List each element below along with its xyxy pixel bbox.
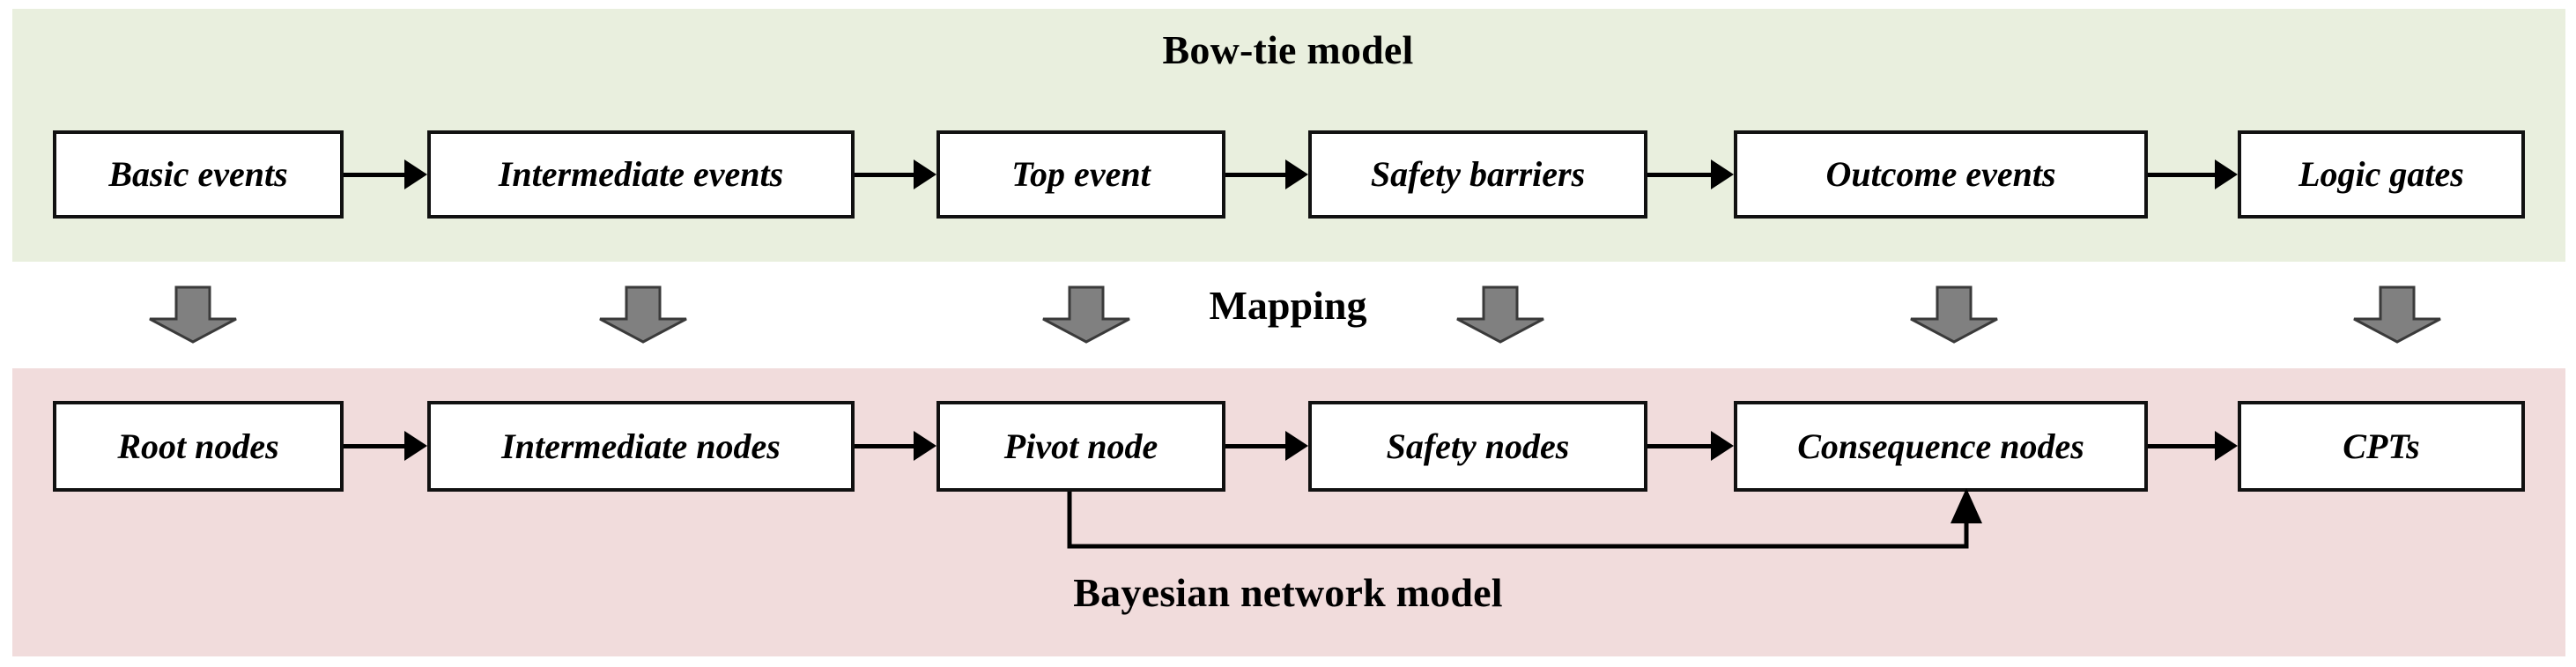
node-label: Pivot node	[1003, 426, 1158, 466]
node-safety-nodes[interactable]: Safety nodes	[1308, 401, 1647, 492]
node-top-event[interactable]: Top event	[936, 130, 1225, 219]
node-label: Consequence nodes	[1797, 426, 2084, 466]
node-root-nodes[interactable]: Root nodes	[53, 401, 344, 492]
node-intermediate-nodes[interactable]: Intermediate nodes	[427, 401, 855, 492]
node-logic-gates[interactable]: Logic gates	[2238, 130, 2525, 219]
bayesian-network-panel-title: Bayesian network model	[1073, 570, 1503, 615]
node-consequence-nodes[interactable]: Consequence nodes	[1734, 401, 2148, 492]
node-label: Intermediate nodes	[501, 426, 781, 466]
node-label: Safety nodes	[1386, 426, 1570, 466]
connector-arrow-icon	[855, 159, 936, 189]
connector-arrow-icon	[855, 431, 936, 461]
down-block-arrow-icon	[598, 285, 688, 344]
node-basic-events[interactable]: Basic events	[53, 130, 344, 219]
node-safety-barriers[interactable]: Safety barriers	[1308, 130, 1647, 219]
node-label: CPTs	[2343, 426, 2420, 466]
down-block-arrow-icon	[1909, 285, 1999, 344]
node-label: Top event	[1011, 154, 1151, 194]
node-intermediate-events[interactable]: Intermediate events	[427, 130, 855, 219]
down-block-arrow-icon	[2352, 285, 2442, 344]
down-block-arrow-icon	[148, 285, 238, 344]
node-label: Outcome events	[1825, 154, 2056, 194]
connector-arrow-icon	[1647, 159, 1734, 189]
connector-arrow-icon	[344, 159, 427, 189]
node-label: Safety barriers	[1370, 154, 1586, 194]
bow-tie-panel-title: Bow-tie model	[1162, 27, 1414, 72]
node-label: Basic events	[108, 154, 288, 194]
connector-arrow-icon	[1225, 159, 1308, 189]
mapping-label: Mapping	[1209, 283, 1367, 328]
connector-arrow-icon	[2148, 159, 2238, 189]
connector-arrow-icon	[1225, 431, 1308, 461]
node-label: Root nodes	[117, 426, 279, 466]
node-pivot-node[interactable]: Pivot node	[936, 401, 1225, 492]
connector-arrow-icon	[344, 431, 427, 461]
connector-arrow-icon	[2148, 431, 2238, 461]
down-block-arrow-icon	[1041, 285, 1131, 344]
node-cpts[interactable]: CPTs	[2238, 401, 2525, 492]
connector-arrow-icon	[1647, 431, 1734, 461]
down-block-arrow-icon	[1455, 285, 1545, 344]
node-label: Logic gates	[2298, 154, 2464, 194]
node-label: Intermediate events	[498, 154, 784, 194]
node-outcome-events[interactable]: Outcome events	[1734, 130, 2148, 219]
